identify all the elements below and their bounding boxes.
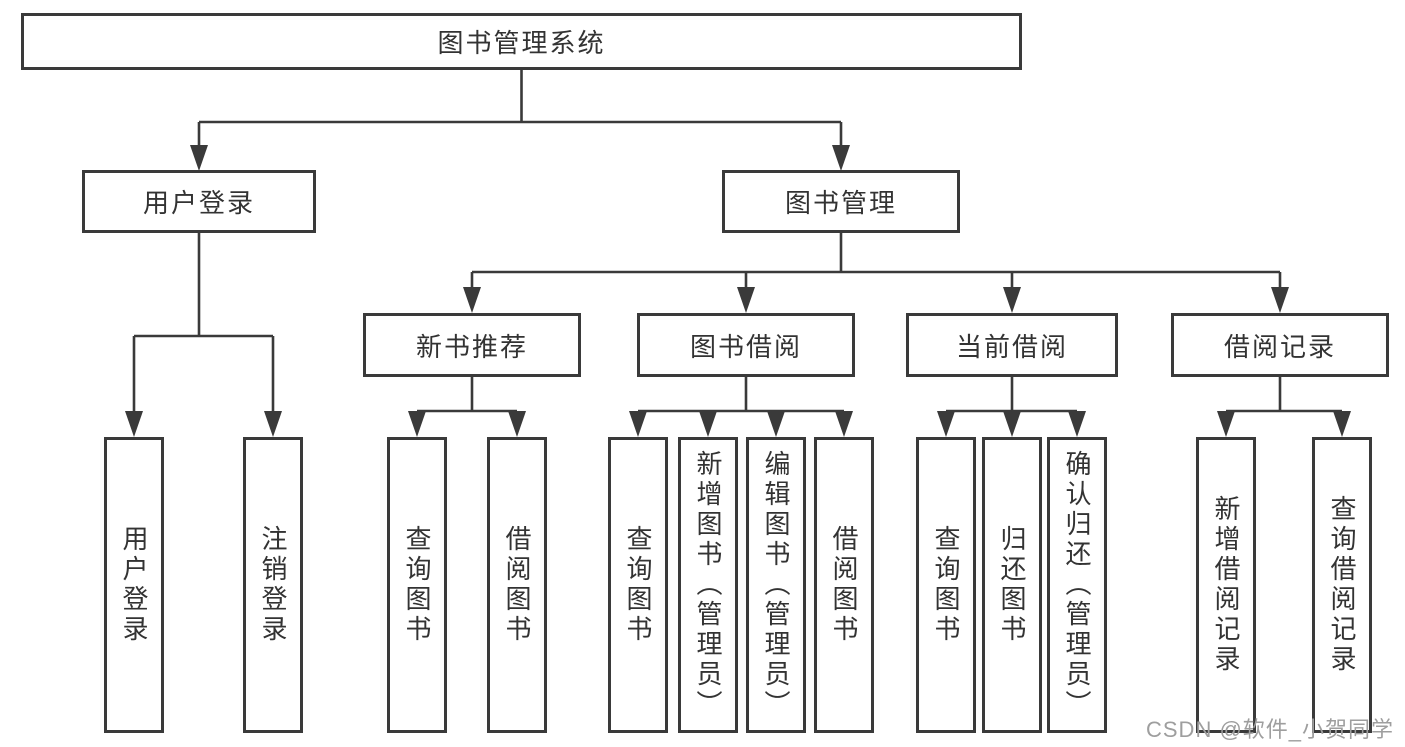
connector-user-login-to-leaves [125,233,282,437]
leaf-confirm-return-admin: 确认归还（管理员） [1047,437,1107,733]
arrowhead-down-icon [264,411,282,437]
arrowhead-down-icon [1003,287,1021,313]
leaf-query-book-current: 查询图书 [916,437,976,733]
node-borrow-record: 借阅记录 [1171,313,1389,377]
connector-book-mgmt-to-level3 [463,233,1289,313]
arrowhead-down-icon [463,287,481,313]
leaf-add-borrow-record: 新增借阅记录 [1196,437,1256,733]
connector-borrow-record-to-leaves [1217,377,1351,437]
connector-book-borrow-to-leaves [629,377,853,437]
leaf-return-book: 归还图书 [982,437,1042,733]
connector-root-to-level2 [190,70,850,171]
arrowhead-down-icon [832,145,850,171]
connector-line [417,377,517,413]
leaf-borrow-book-newrec: 借阅图书 [487,437,547,733]
connector-line [197,70,843,146]
arrowhead-down-icon [699,411,717,437]
arrowhead-down-icon [1003,411,1021,437]
arrowhead-down-icon [767,411,785,437]
arrowhead-down-icon [1271,287,1289,313]
node-root: 图书管理系统 [21,13,1022,70]
arrowhead-down-icon [835,411,853,437]
connector-new-book-rec-to-leaves [408,377,526,437]
arrowhead-down-icon [937,411,955,437]
arrowhead-down-icon [1217,411,1235,437]
node-book-mgmt: 图书管理 [722,170,960,233]
node-new-book-rec: 新书推荐 [363,313,581,377]
connector-line [638,377,844,413]
arrowhead-down-icon [737,287,755,313]
connector-current-borrow-to-leaves [937,377,1086,437]
node-user-login: 用户登录 [82,170,316,233]
leaf-add-book-admin: 新增图书（管理员） [678,437,738,733]
arrowhead-down-icon [190,145,208,171]
arrowhead-down-icon [1333,411,1351,437]
leaf-user-login: 用户登录 [104,437,164,733]
arrowhead-down-icon [629,411,647,437]
leaf-logout: 注销登录 [243,437,303,733]
connector-line [470,233,1282,288]
node-book-borrow: 图书借阅 [637,313,855,377]
leaf-borrow-book: 借阅图书 [814,437,874,733]
node-current-borrow: 当前借阅 [906,313,1118,377]
leaf-query-book-borrow: 查询图书 [608,437,668,733]
leaf-edit-book-admin: 编辑图书（管理员） [746,437,806,733]
arrowhead-down-icon [1068,411,1086,437]
arrowhead-down-icon [508,411,526,437]
connector-line [1226,377,1342,413]
arrowhead-down-icon [408,411,426,437]
leaf-query-borrow-record: 查询借阅记录 [1312,437,1372,733]
watermark: CSDN @软件_小贺同学 [1146,717,1395,742]
connector-line [132,233,275,412]
connector-line [946,377,1077,413]
leaf-query-book-newrec: 查询图书 [387,437,447,733]
arrowhead-down-icon [125,411,143,437]
